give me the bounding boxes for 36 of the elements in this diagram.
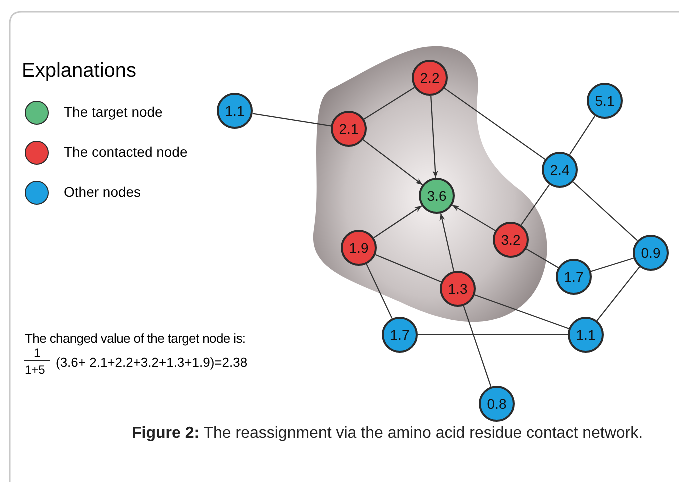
network-node: 1.7: [382, 317, 418, 353]
network-node: 1.1: [568, 317, 604, 353]
formula-text: The changed value of the target node is:: [25, 331, 246, 346]
legend-label: The contacted node: [64, 144, 188, 160]
network-node: 5.1: [587, 83, 623, 119]
arrow: [440, 213, 455, 272]
fraction-denominator: 1+5: [25, 363, 46, 377]
connector-line: [252, 113, 332, 127]
connector-line: [463, 306, 492, 388]
connector-line: [526, 248, 559, 268]
connector-line: [596, 266, 640, 322]
formula-text: (3.6+ 2.1+2.2+3.2+1.3+1.9)=2.38: [56, 355, 248, 370]
arrow: [374, 206, 422, 238]
legend-label: The target node: [64, 104, 163, 120]
arrow: [362, 139, 424, 186]
connector-line: [364, 87, 416, 120]
figure-caption: Figure 2: The reassignment via the amino acid residue contact network.: [131, 425, 644, 443]
connector-line: [375, 254, 442, 283]
arrow: [452, 204, 496, 232]
connector-line: [418, 334, 568, 336]
legend-title: Explanations: [22, 60, 137, 83]
fraction-numerator: 1: [34, 346, 41, 360]
network-node: 0.9: [633, 235, 669, 271]
connector-line: [572, 182, 638, 242]
network-node: 0.8: [479, 386, 515, 422]
network-node: 1.1: [217, 93, 253, 129]
connector-line: [474, 294, 570, 330]
connector-line: [366, 264, 393, 319]
legend-label: Other nodes: [64, 184, 142, 200]
connector-line: [520, 184, 550, 226]
arrow: [430, 96, 438, 178]
connector-line: [591, 258, 634, 272]
network-node: 1.7: [556, 259, 592, 295]
network-node: 2.4: [542, 152, 578, 188]
connector-line: [444, 88, 546, 160]
connector-line: [569, 116, 596, 156]
